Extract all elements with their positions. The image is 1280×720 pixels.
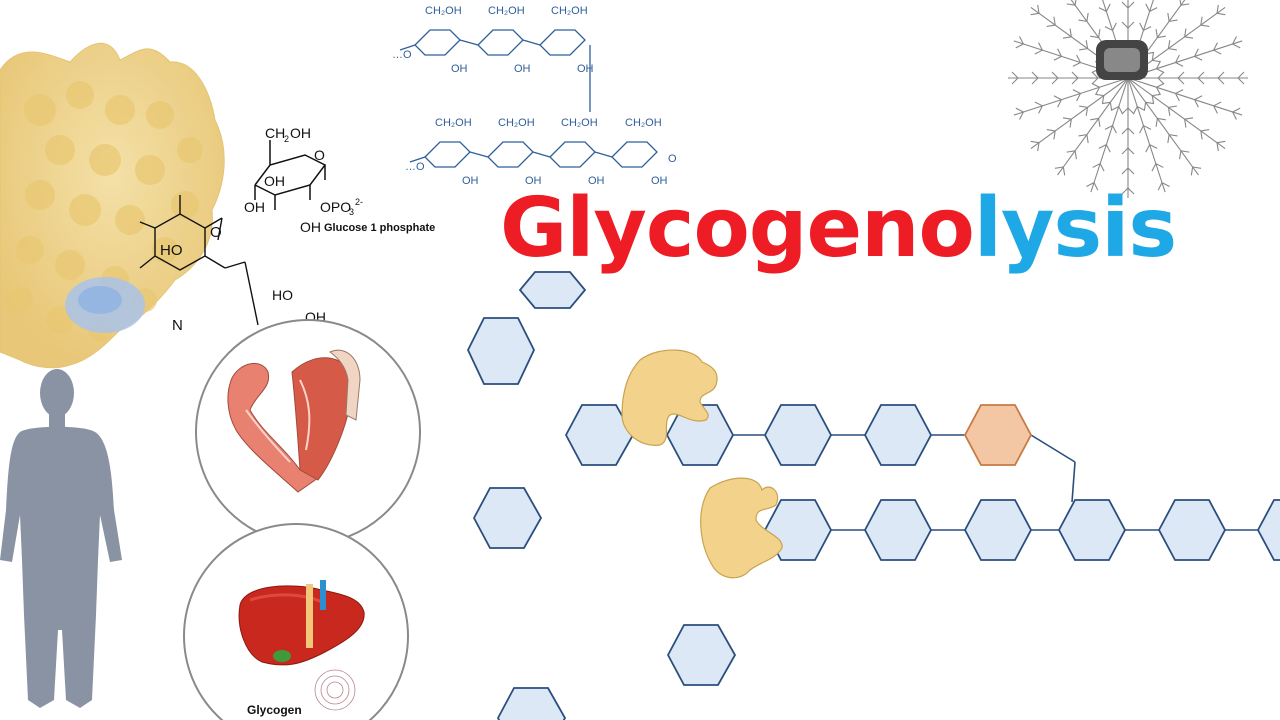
svg-text:CH₂OH: CH₂OH bbox=[488, 5, 525, 17]
liver-glycogen-label: Glycogen bbox=[247, 703, 302, 717]
glucose-unit bbox=[763, 404, 833, 466]
glucose-unit bbox=[863, 404, 933, 466]
svg-text:CH₂OH: CH₂OH bbox=[561, 117, 598, 129]
muscle-circle bbox=[195, 319, 421, 545]
svg-text:HO: HO bbox=[272, 287, 293, 303]
glycogen-chain-structure: CH₂OH CH₂OH CH₂OH …O OH OH OH CH₂OH CH₂OH CH₂OH… bbox=[392, 5, 677, 187]
pyridoxal-cofactor-highlight bbox=[65, 277, 145, 333]
glucose-unit bbox=[1057, 499, 1127, 561]
svg-text:CH₂OH: CH₂OH bbox=[435, 117, 472, 129]
enzyme-blob-icon bbox=[700, 477, 783, 579]
arm-muscle-icon bbox=[227, 349, 361, 493]
svg-text:3: 3 bbox=[349, 207, 354, 217]
svg-text:OH: OH bbox=[577, 63, 594, 75]
title-part-1: Glycogeno bbox=[500, 181, 975, 276]
human-silhouette-icon bbox=[0, 369, 122, 708]
svg-text:O: O bbox=[314, 147, 325, 163]
svg-text:OH: OH bbox=[451, 63, 468, 75]
svg-text:CH₂OH: CH₂OH bbox=[625, 117, 662, 129]
svg-text:OH: OH bbox=[244, 199, 265, 215]
enzyme-blob-icon bbox=[621, 349, 718, 446]
svg-text:CH: CH bbox=[265, 125, 285, 141]
svg-text:HO: HO bbox=[160, 242, 183, 259]
glucose-unit bbox=[863, 499, 933, 561]
glucose-unit bbox=[1256, 499, 1280, 561]
svg-text:N: N bbox=[172, 317, 183, 334]
svg-text:…O: …O bbox=[405, 161, 425, 173]
svg-text:OH: OH bbox=[514, 63, 531, 75]
svg-text:2-: 2- bbox=[355, 197, 363, 207]
enzyme-protein-surface bbox=[0, 42, 225, 369]
svg-text:OH: OH bbox=[264, 173, 285, 189]
svg-text:…O: …O bbox=[392, 49, 412, 61]
glucose-unit bbox=[1157, 499, 1227, 561]
svg-text:OH: OH bbox=[588, 175, 605, 187]
svg-text:OH: OH bbox=[290, 125, 311, 141]
title-part-2: lysis bbox=[973, 181, 1177, 276]
svg-text:OH: OH bbox=[525, 175, 542, 187]
glycogen-granule-small-icon bbox=[314, 669, 356, 711]
pyridoxal-phosphate-structure: HO O N HO OH bbox=[139, 195, 326, 334]
glycogen-granule-icon bbox=[1007, 0, 1249, 199]
svg-text:O: O bbox=[210, 224, 222, 241]
svg-text:OPO: OPO bbox=[320, 199, 351, 215]
branch-point-glucose bbox=[963, 404, 1033, 466]
liver-icon bbox=[238, 580, 365, 666]
glucose-unit bbox=[963, 499, 1033, 561]
svg-text:CH₂OH: CH₂OH bbox=[498, 117, 535, 129]
svg-text:O: O bbox=[668, 153, 677, 165]
glucose-1-phosphate-label: Glucose 1 phosphate bbox=[324, 222, 436, 234]
glucose-unit bbox=[466, 317, 536, 385]
liver-circle bbox=[183, 523, 409, 720]
glucose-unit bbox=[496, 687, 567, 720]
svg-text:OH: OH bbox=[300, 219, 321, 235]
glucose-1-phosphate-structure: CH 2 OH O OH OH OH OPO 3 2- bbox=[244, 125, 363, 235]
glucose-unit bbox=[666, 624, 737, 686]
svg-text:OH: OH bbox=[462, 175, 479, 187]
svg-text:2: 2 bbox=[284, 134, 289, 144]
svg-text:CH₂OH: CH₂OH bbox=[425, 5, 462, 17]
svg-text:OH: OH bbox=[651, 175, 668, 187]
page-title: Glycogenolysis bbox=[500, 188, 1177, 270]
glucose-unit bbox=[472, 487, 543, 549]
svg-text:CH₂OH: CH₂OH bbox=[551, 5, 588, 17]
glycogenin-core bbox=[1096, 40, 1148, 80]
glucose-unit bbox=[518, 271, 587, 309]
